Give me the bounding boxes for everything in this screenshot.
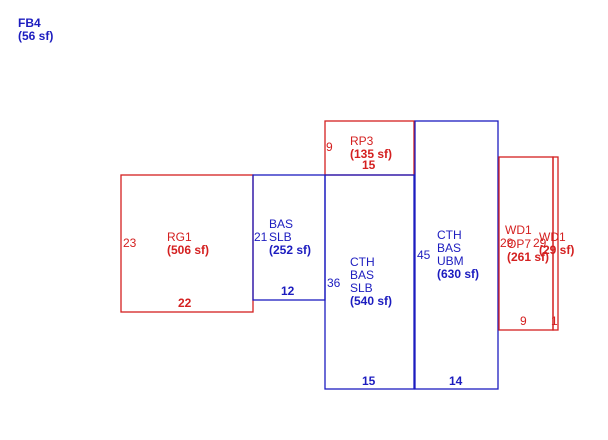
bas-slb-left-dimension: 21: [254, 230, 268, 244]
wd1-a-code: WD1: [505, 223, 532, 237]
bas-slb-area: (252 sf): [269, 243, 312, 257]
wd1-b-bottom-dimension: 1: [551, 314, 558, 328]
cth-bas-ubm-label: CTH BAS UBM (630 sf): [437, 229, 479, 281]
cth-bas-slb-outline[interactable]: [324, 174, 415, 390]
wd1-b-left-dimension: 29: [533, 236, 547, 250]
op7-area: (261 sf): [507, 250, 550, 264]
wd1-a-bottom-dimension: 9: [520, 314, 527, 328]
bas-slb-label: BAS SLB (252 sf): [269, 218, 311, 257]
cth-bas-slb-left-dimension: 36: [327, 276, 341, 290]
cth-bas-slb-area: (540 sf): [350, 294, 393, 308]
wd1-b-code: WD1: [539, 230, 566, 244]
rg1-label: RG1 (506 sf): [167, 231, 209, 257]
rp3-code: RP3: [350, 134, 374, 148]
rp3-left-dimension: 9: [326, 140, 333, 154]
bas-slb-line1: BAS: [269, 217, 294, 231]
cth-bas-ubm-area: (630 sf): [437, 267, 480, 281]
cth-bas-slb-line1: CTH: [350, 255, 375, 269]
rp3-label: RP3 (135 sf): [350, 135, 392, 161]
fb4-area: (56 sf): [18, 29, 54, 43]
cth-bas-ubm-bottom-dimension: 14: [449, 374, 463, 388]
cth-bas-ubm-line3: UBM: [437, 254, 464, 268]
bas-slb-line2: SLB: [269, 230, 292, 244]
bas-slb-bottom-dimension: 12: [281, 284, 295, 298]
wd1-b-area: (29 sf): [539, 243, 575, 257]
cth-bas-ubm-outline[interactable]: [414, 120, 499, 390]
cth-bas-slb-line3: SLB: [350, 281, 373, 295]
cth-bas-ubm-left-dimension: 45: [417, 248, 431, 262]
rg1-left-dimension: 23: [123, 236, 137, 250]
rp3-area: (135 sf): [350, 147, 393, 161]
cth-bas-slb-label: CTH BAS SLB (540 sf): [350, 256, 392, 308]
cth-bas-slb-line2: BAS: [350, 268, 375, 282]
cth-bas-slb-bottom-dimension: 15: [362, 374, 376, 388]
fb4-code: FB4: [18, 16, 41, 30]
fb4-label: FB4 (56 sf): [18, 17, 53, 43]
wd1-b-label: WD1 (29 sf): [539, 231, 574, 257]
rg1-bottom-dimension: 22: [178, 296, 192, 310]
wd1-strip-outline[interactable]: [552, 156, 559, 331]
rp3-bottom-dimension: 15: [362, 158, 376, 172]
rg1-code: RG1: [167, 230, 192, 244]
op7-code: OP7: [507, 237, 532, 251]
cth-bas-ubm-line1: CTH: [437, 228, 462, 242]
cth-bas-ubm-line2: BAS: [437, 241, 462, 255]
op7-label: OP7 (261 sf): [507, 238, 549, 264]
rg1-area: (506 sf): [167, 243, 210, 257]
wd1-a-left-dimension: 29: [500, 236, 514, 250]
